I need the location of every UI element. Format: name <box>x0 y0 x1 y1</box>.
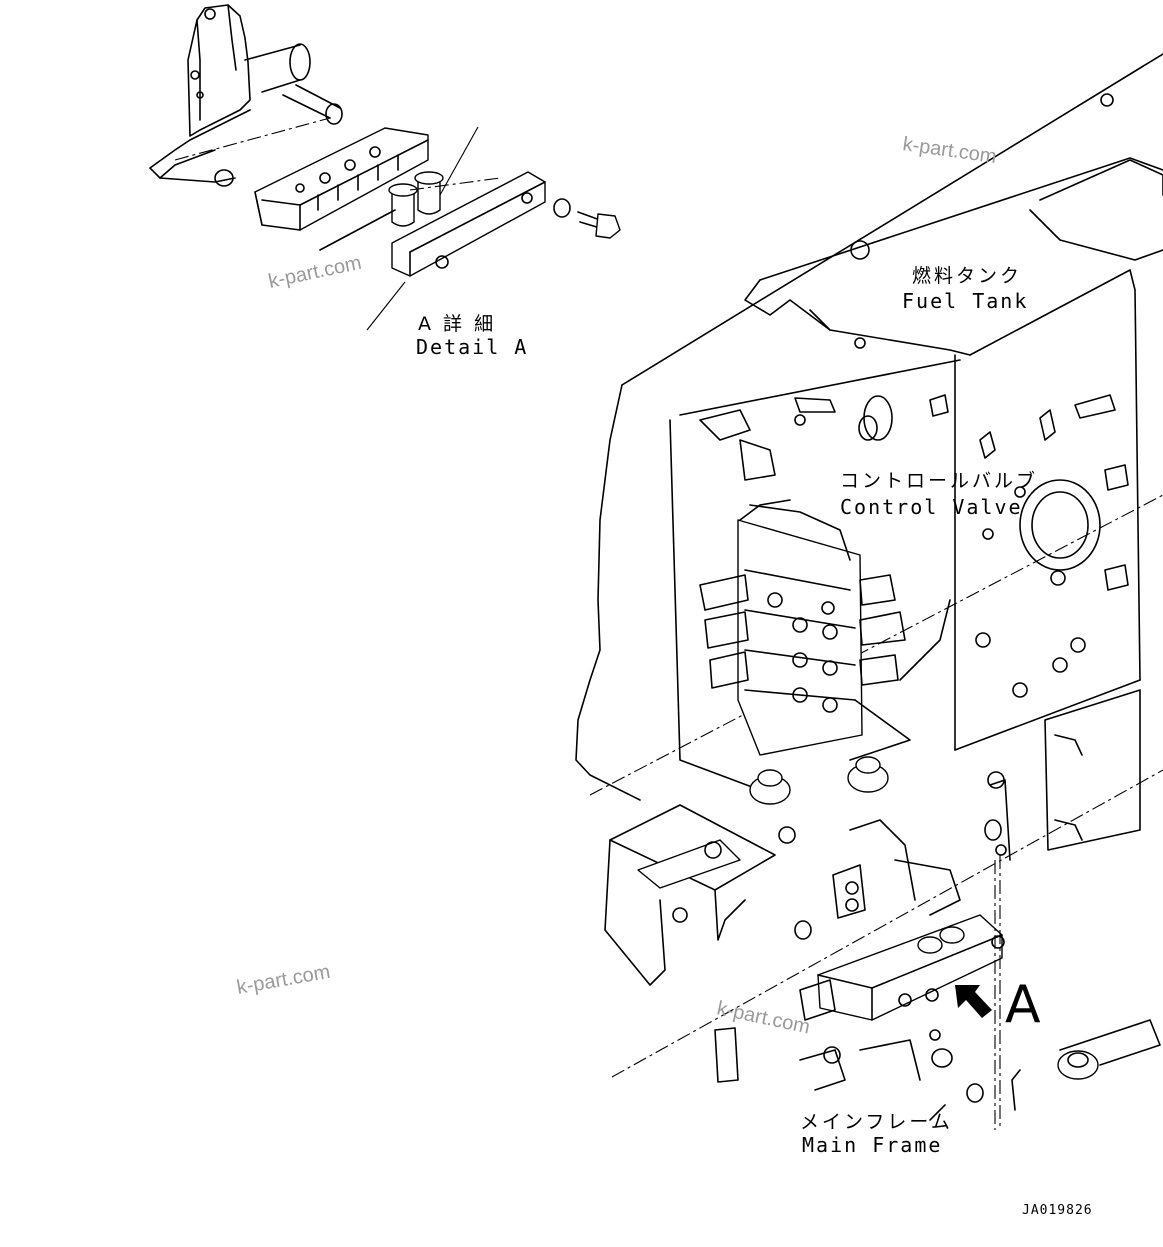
detail-a-label-en: Detail A <box>416 335 528 359</box>
watermark: k-part.com <box>235 961 332 999</box>
plug-1 <box>388 183 418 227</box>
view-marker-a: A <box>1005 975 1041 1035</box>
control-valve-label-jp: コントロールバルブ <box>840 469 1038 492</box>
fuel-tank-label-en: Fuel Tank <box>902 289 1028 313</box>
main-frame-assembly: 燃料タンク Fuel Tank <box>575 53 1163 1157</box>
watermark: k-part.com <box>715 997 812 1038</box>
control-valve <box>699 499 906 805</box>
watermark: k-part.com <box>266 252 363 293</box>
watermark: k-part.com <box>901 133 998 168</box>
detail-a-assembly: A 詳 細 Detail A <box>149 4 621 359</box>
detail-a-label-jp: A 詳 細 <box>418 313 496 335</box>
fuel-tank-label-jp: 燃料タンク <box>912 265 1022 287</box>
main-frame-label-jp: メインフレーム <box>800 1111 953 1133</box>
plug-2 <box>414 171 444 215</box>
control-valve-label-en: Control Valve <box>840 495 1023 519</box>
main-frame-label-en: Main Frame <box>802 1133 942 1157</box>
view-arrow <box>955 985 992 1018</box>
drawing-code: JA019826 <box>1022 1203 1093 1218</box>
